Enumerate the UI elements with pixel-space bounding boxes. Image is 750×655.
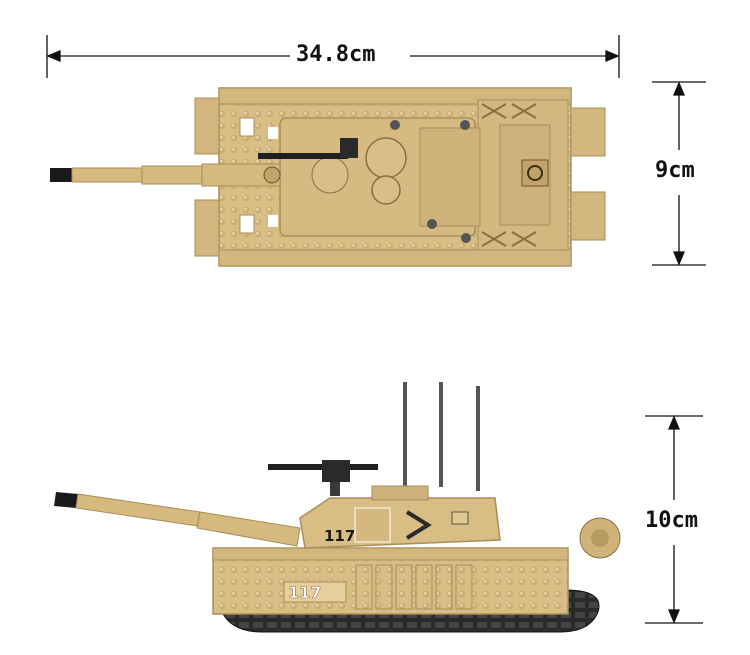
width-dimension-line [652, 81, 706, 266]
turret-number: 117 [324, 527, 355, 545]
length-dimension-line [46, 35, 620, 78]
hull-number: 117 [288, 583, 321, 602]
height-label: 10cm [645, 508, 698, 533]
tank-side-view: 117 117 [54, 382, 621, 633]
height-dimension-line [645, 415, 703, 624]
length-label: 34.8cm [296, 42, 376, 67]
width-label: 9cm [655, 158, 695, 183]
tank-top-view [50, 87, 606, 267]
